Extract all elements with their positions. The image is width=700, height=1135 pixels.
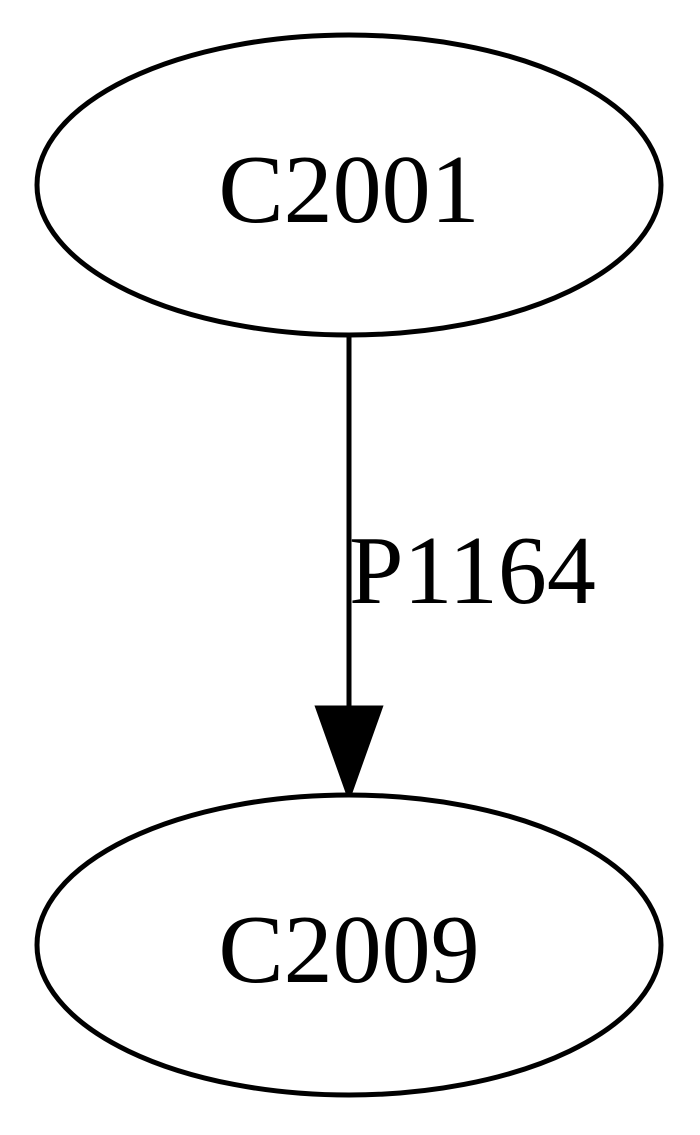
edge-c2001-c2009: P1164 — [314, 335, 596, 803]
node-c2009-ellipse — [34, 792, 664, 1098]
node-c2009[interactable]: C2009 — [34, 792, 664, 1098]
node-c2001[interactable]: C2001 — [34, 32, 664, 338]
node-c2009-label: C2009 — [218, 896, 479, 1004]
edge-arrowhead — [314, 705, 384, 803]
node-c2001-label: C2001 — [218, 136, 479, 244]
edge-label: P1164 — [349, 517, 596, 625]
